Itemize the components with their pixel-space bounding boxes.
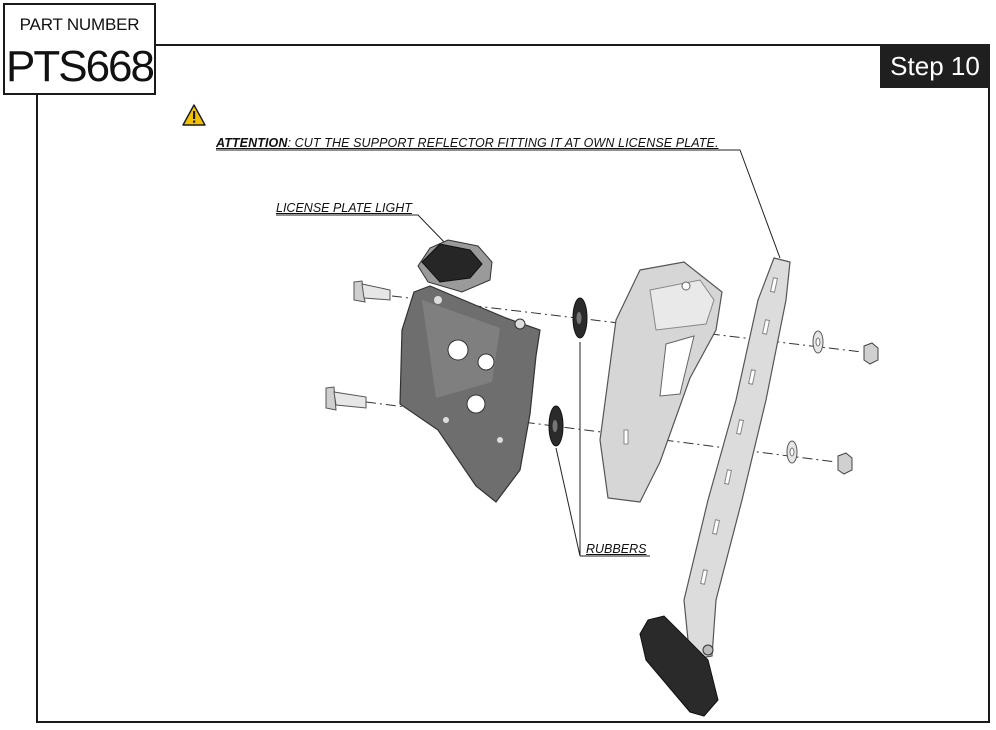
washer-lower <box>786 440 798 464</box>
rubber-lower <box>548 405 564 447</box>
part-number-value: PTS668 <box>6 42 155 91</box>
screw-lower <box>325 386 367 411</box>
part-number-label: PART NUMBER <box>19 15 140 34</box>
attention-prefix: ATTENTION <box>216 136 288 150</box>
part-number-box: PART NUMBER PTS668 <box>3 3 156 95</box>
step-badge: Step 10 <box>880 44 990 88</box>
assembly-axes <box>365 295 863 463</box>
light-leader <box>276 214 449 247</box>
aluminium-support <box>599 261 723 503</box>
warning-triangle-icon <box>182 104 206 126</box>
rubbers-leader <box>555 342 581 557</box>
attention-leader <box>216 149 781 259</box>
rubber-upper <box>572 297 588 339</box>
reflector-support-arm <box>639 257 791 717</box>
callout-rubbers: RUBBERS <box>586 542 647 556</box>
nut-upper <box>863 342 879 365</box>
washer-upper <box>812 330 824 354</box>
callout-license-plate-light: LICENSE PLATE LIGHT <box>276 201 412 215</box>
screw-upper <box>353 280 391 303</box>
diagram-frame <box>36 44 990 723</box>
license-plate-light-part <box>417 239 493 293</box>
nut-lower <box>837 452 853 475</box>
attention-note: ATTENTION: CUT THE SUPPORT REFLECTOR FIT… <box>216 136 719 150</box>
attention-text: : CUT THE SUPPORT REFLECTOR FITTING IT A… <box>287 136 719 150</box>
leader-lines <box>216 149 781 557</box>
axis-upper <box>391 295 863 353</box>
axis-lower <box>365 401 837 463</box>
plate-bracket <box>399 285 541 503</box>
